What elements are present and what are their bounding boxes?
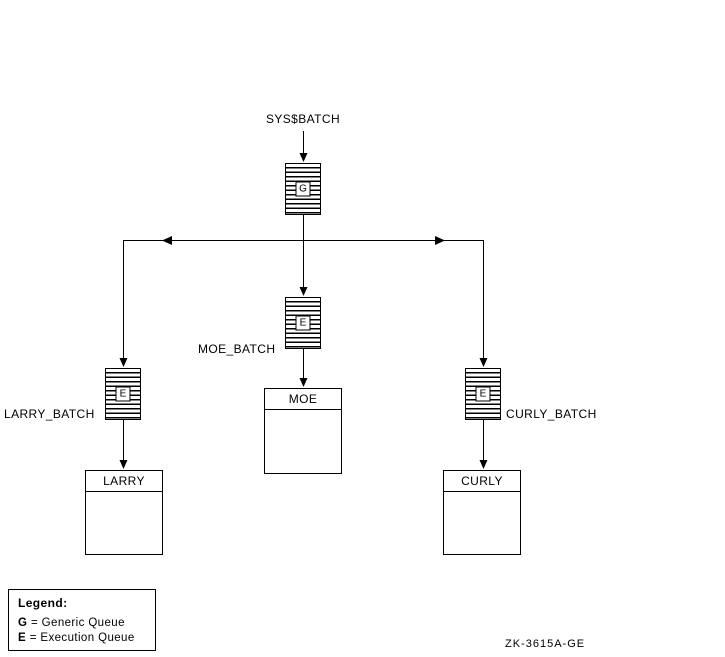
target-box-larry: LARRY [85, 470, 163, 555]
legend-desc-generic: = Generic Queue [30, 617, 125, 629]
execution-queue-letter-larry: E [115, 386, 131, 402]
target-box-curly: CURLY [443, 470, 521, 555]
execution-queue-letter-moe: E [295, 315, 311, 331]
execution-queue-letter-curly: E [475, 386, 491, 402]
queue-label-larry-batch: LARRY_BATCH [4, 407, 95, 421]
execution-queue-icon-moe: E [285, 297, 321, 349]
legend-item-execution: E = Execution Queue [18, 631, 155, 646]
execution-queue-icon-larry: E [105, 368, 141, 420]
figure-id: ZK-3615A-GE [505, 638, 586, 650]
legend: Legend: G = Generic Queue E = Execution … [8, 589, 156, 651]
execution-queue-icon-curly: E [465, 368, 501, 420]
target-box-curly-title: CURLY [444, 471, 520, 492]
generic-queue-icon: G [285, 163, 321, 215]
queue-label-moe-batch: MOE_BATCH [198, 342, 276, 356]
queue-label-curly-batch: CURLY_BATCH [506, 407, 597, 421]
legend-item-generic: G = Generic Queue [18, 616, 155, 631]
target-box-moe: MOE [264, 388, 342, 474]
legend-title: Legend: [18, 596, 68, 610]
target-box-moe-title: MOE [265, 389, 341, 410]
root-queue-label: SYS$BATCH [265, 112, 341, 126]
legend-key-execution: E [18, 632, 27, 644]
generic-queue-letter: G [295, 181, 311, 197]
legend-desc-execution: = Execution Queue [29, 632, 135, 644]
legend-key-generic: G [18, 617, 28, 629]
target-box-larry-title: LARRY [86, 471, 162, 492]
